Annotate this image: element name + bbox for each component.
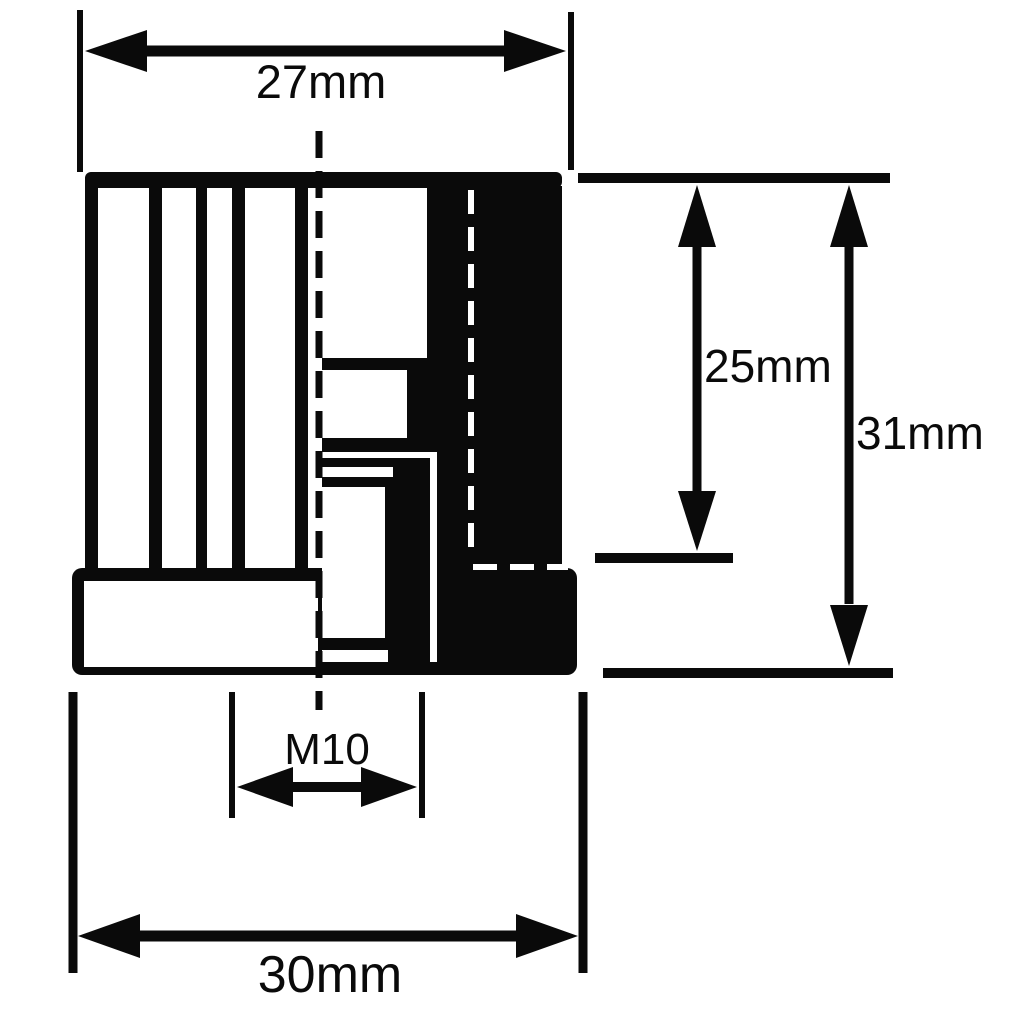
arrowhead-down-icon (830, 605, 868, 666)
dimension-base-width: 30mm (68, 692, 588, 1004)
arrowhead-left-icon (78, 914, 140, 958)
body-rib (232, 186, 245, 570)
body-rib (149, 186, 162, 570)
flange-interior-cavity (84, 581, 318, 667)
dimension-label-inner-height: 25mm (704, 340, 832, 392)
bore-step-edge (322, 467, 393, 477)
dimension-thread: M10 (229, 692, 425, 818)
dimension-label-total-height: 31mm (856, 407, 984, 459)
dimension-label-top-width: 27mm (256, 55, 387, 108)
arrowhead-left-icon (237, 767, 293, 807)
body-left-wall (85, 180, 98, 570)
dimension-label-thread: M10 (284, 725, 370, 774)
arrowhead-up-icon (678, 185, 716, 247)
body-rib (196, 186, 207, 570)
dimension-label-base-width: 30mm (258, 946, 402, 1004)
insert-body (72, 131, 577, 710)
body-top-edge (85, 172, 562, 188)
arrowhead-up-icon (830, 185, 868, 247)
arrowhead-down-icon (678, 491, 716, 551)
body-rib (295, 186, 308, 570)
arrowhead-right-icon (361, 767, 417, 807)
bore-bottom-edge (322, 650, 388, 662)
bore-middle-cavity (322, 370, 407, 438)
dimension-top-width: 27mm (77, 10, 574, 172)
dimension-total-height: 31mm (603, 185, 984, 678)
arrowhead-left-icon (85, 30, 147, 72)
arrowhead-right-icon (504, 30, 566, 72)
bore-lower-cavity (322, 487, 385, 638)
bore-upper-cavity (322, 188, 427, 358)
bore-inner-edge (430, 452, 437, 662)
arrowhead-right-icon (516, 914, 578, 958)
dimension-inner-height: 25mm (578, 173, 890, 563)
bore-step-edge (322, 452, 437, 458)
